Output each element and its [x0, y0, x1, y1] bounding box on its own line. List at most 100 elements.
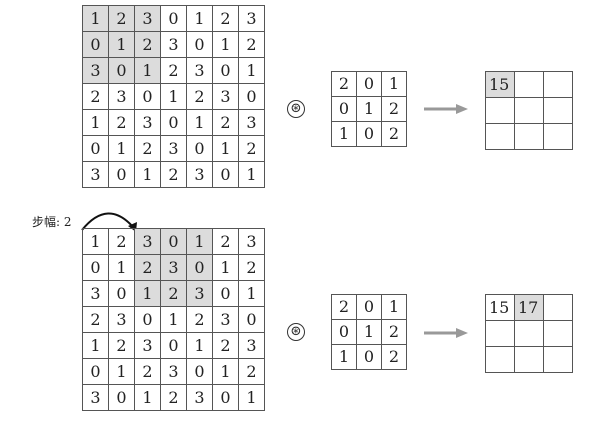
grid-cell: 0 — [160, 332, 187, 359]
grid-cell: 0 — [331, 96, 357, 122]
grid-cell: 1 — [212, 31, 239, 58]
grid-cell: 3 — [82, 280, 109, 307]
grid-cell — [514, 123, 544, 150]
grid-cell: 2 — [108, 109, 135, 136]
grid-cell: 0 — [160, 109, 187, 136]
grid-cell: 0 — [186, 254, 213, 281]
grid-cell: 3 — [134, 5, 161, 32]
grid-cell: 2 — [82, 306, 109, 333]
grid-cell: 2 — [134, 31, 161, 58]
grid-cell: 0 — [82, 254, 109, 281]
grid-cell: 1 — [134, 280, 161, 307]
grid-cell: 2 — [160, 384, 187, 411]
grid-cell: 2 — [160, 280, 187, 307]
grid-cell — [514, 346, 544, 373]
grid-row: 15 — [485, 71, 573, 98]
grid-cell: 2 — [134, 135, 161, 162]
grid-cell: 17 — [514, 294, 544, 321]
grid-cell: 2 — [212, 332, 239, 359]
grid-cell: 0 — [134, 306, 161, 333]
grid-cell: 1 — [331, 344, 357, 370]
grid-cell: 1 — [108, 135, 135, 162]
grid-cell: 0 — [331, 319, 357, 345]
grid-cell: 3 — [186, 280, 213, 307]
grid-cell: 2 — [160, 161, 187, 188]
grid-cell: 3 — [212, 306, 239, 333]
grid-cell: 2 — [134, 254, 161, 281]
grid-cell: 2 — [238, 31, 265, 58]
grid-cell: 0 — [160, 228, 187, 255]
grid-cell: 1 — [108, 358, 135, 385]
grid-cell: 3 — [186, 161, 213, 188]
grid-cell: 3 — [160, 31, 187, 58]
grid-cell — [543, 97, 573, 124]
grid-cell: 1 — [160, 83, 187, 110]
grid-cell: 2 — [212, 5, 239, 32]
grid-cell: 3 — [160, 135, 187, 162]
grid-cell: 0 — [212, 161, 239, 188]
grid-cell: 15 — [485, 71, 515, 98]
grid-cell — [543, 294, 573, 321]
grid-cell: 3 — [82, 57, 109, 84]
grid-cell: 2 — [134, 358, 161, 385]
grid-cell: 1 — [238, 161, 265, 188]
grid-cell: 3 — [238, 5, 265, 32]
grid-cell: 1 — [212, 358, 239, 385]
grid-cell: 3 — [212, 83, 239, 110]
grid-cell: 2 — [238, 135, 265, 162]
grid-cell: 1 — [82, 332, 109, 359]
grid-cell: 2 — [331, 294, 357, 320]
grid-cell: 2 — [381, 319, 407, 345]
grid-cell: 0 — [238, 306, 265, 333]
grid-cell: 0 — [356, 71, 382, 97]
convolution-operator-icon: ⊛ — [287, 323, 305, 341]
grid-cell: 2 — [238, 254, 265, 281]
grid-cell: 2 — [381, 344, 407, 370]
grid-cell — [543, 346, 573, 373]
grid-cell: 0 — [186, 31, 213, 58]
grid-cell: 1 — [186, 228, 213, 255]
grid-cell: 1 — [356, 319, 382, 345]
right-arrow-icon — [424, 328, 468, 338]
grid-cell: 2 — [212, 228, 239, 255]
grid-cell: 1 — [134, 161, 161, 188]
grid-cell: 2 — [108, 332, 135, 359]
grid-cell: 1 — [238, 57, 265, 84]
grid-cell: 0 — [238, 83, 265, 110]
grid-cell — [485, 123, 515, 150]
grid-cell: 0 — [82, 31, 109, 58]
grid-cell: 2 — [381, 121, 407, 147]
grid-cell: 0 — [108, 384, 135, 411]
grid-row — [485, 123, 573, 150]
grid-cell: 0 — [108, 161, 135, 188]
grid-cell: 0 — [82, 135, 109, 162]
grid-cell: 0 — [356, 344, 382, 370]
grid-row — [485, 346, 573, 373]
grid-cell: 1 — [186, 5, 213, 32]
output-grid-step-1: 15 — [485, 71, 573, 150]
grid-cell: 3 — [160, 254, 187, 281]
grid-cell: 1 — [82, 109, 109, 136]
grid-cell — [543, 71, 573, 98]
grid-cell: 2 — [212, 109, 239, 136]
grid-cell: 3 — [134, 332, 161, 359]
grid-row — [485, 320, 573, 347]
grid-cell: 3 — [108, 83, 135, 110]
grid-cell: 3 — [134, 228, 161, 255]
grid-cell: 1 — [134, 57, 161, 84]
